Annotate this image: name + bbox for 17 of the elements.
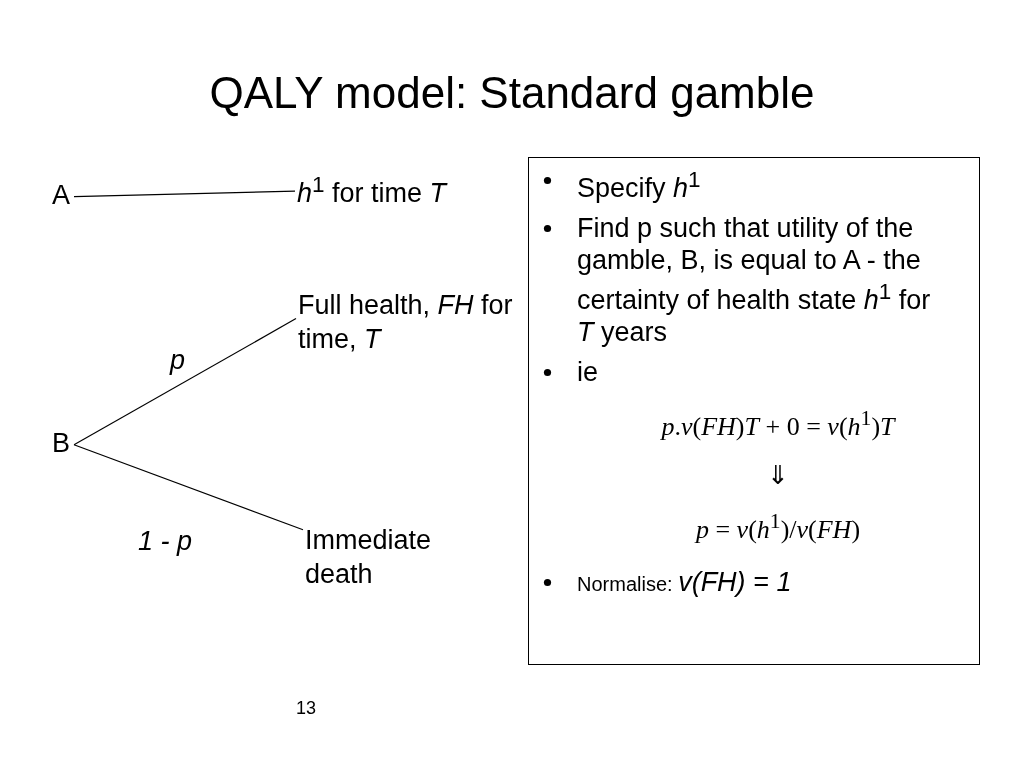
bullet-text: Normalise: v(FH) = 1 [577, 573, 792, 596]
bullet-text: Specify h$^{1}$ [577, 173, 701, 203]
node-label: A [52, 178, 70, 212]
text-panel [528, 157, 980, 665]
formula: p = v(h$^{1}$)/v(FH) [693, 508, 862, 545]
branch-line [73, 444, 304, 531]
node-label: h$^{1}$ for time T [297, 168, 447, 210]
branch-line [73, 190, 296, 198]
formula: p.v(FH)T + 0 = v(h$^{1}$)T [659, 406, 897, 442]
branch-line [73, 318, 297, 446]
slide-title: QALY model: Standard gamble [208, 68, 816, 118]
node-label: Immediate death [305, 523, 485, 591]
implies-arrow: ⇓ [766, 459, 790, 491]
node-label: Full health, FH for time, T [298, 288, 528, 356]
node-label: B [52, 426, 70, 460]
bullet-text: ie [577, 357, 598, 387]
page-number: 13 [296, 698, 317, 719]
